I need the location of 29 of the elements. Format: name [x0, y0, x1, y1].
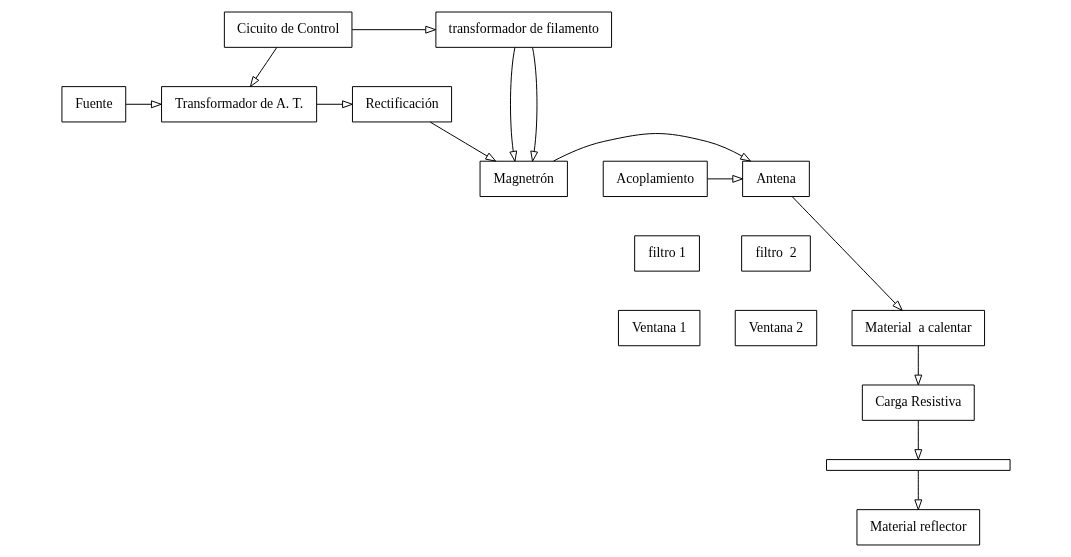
arrow [529, 47, 538, 162]
node-box: Acoplamiento [602, 160, 708, 198]
node-box: filtro 1 [633, 235, 700, 272]
node-box: Carga Resistiva [861, 384, 975, 421]
arrow [552, 133, 751, 162]
node-box: Ventana 1 [617, 309, 700, 347]
node-box: Fuente [60, 86, 126, 123]
arrow [913, 345, 922, 386]
node-box: Transformador de A. T. [160, 86, 317, 123]
arrow [124, 100, 162, 109]
node-box: Cicuito de Control [223, 11, 352, 48]
node-bar [825, 459, 1011, 471]
arrow [249, 47, 277, 88]
arrow [913, 419, 922, 460]
node-box: Rectificación [351, 86, 452, 123]
node-box: transformador de filamento [434, 11, 612, 48]
arrow [913, 470, 922, 511]
arrow [706, 174, 743, 183]
arrow [791, 196, 903, 311]
arrow [429, 121, 496, 162]
node-box: Ventana 2 [734, 309, 817, 347]
arrow [315, 100, 353, 109]
node-box: Magnetrón [479, 160, 568, 198]
arrow [508, 47, 517, 162]
node-box: Material a calentar [851, 309, 985, 347]
arrow [351, 25, 436, 34]
node-box: Antena [741, 160, 810, 198]
node-box: filtro 2 [740, 235, 811, 272]
node-box: Material reflector [855, 509, 980, 546]
